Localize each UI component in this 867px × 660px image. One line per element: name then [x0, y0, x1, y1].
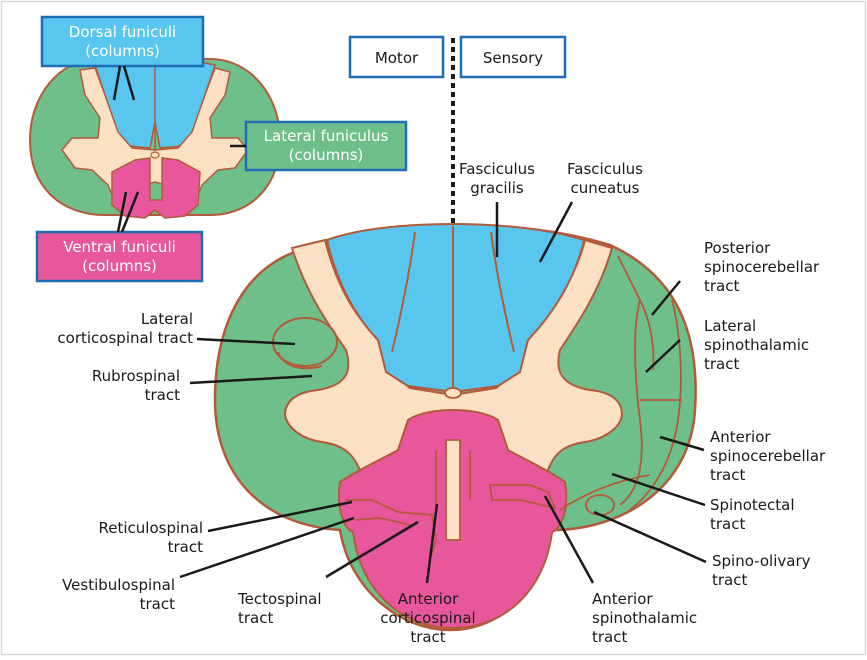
lateral-label-line2: (columns)	[289, 146, 364, 164]
label-anterior-spinocerebellar: Anterior spinocerebellar tract	[710, 428, 826, 484]
label-vestibulospinal: Vestibulospinal tract	[62, 576, 175, 613]
svg-text:corticospinal: corticospinal	[380, 609, 475, 627]
svg-text:spinocerebellar: spinocerebellar	[704, 258, 820, 276]
svg-text:tract: tract	[410, 628, 445, 646]
svg-text:cuneatus: cuneatus	[571, 179, 640, 197]
label-reticulospinal: Reticulospinal tract	[99, 519, 204, 556]
svg-text:tract: tract	[140, 595, 175, 613]
svg-text:spinothalamic: spinothalamic	[592, 609, 697, 627]
label-spinotectal: Spinotectal tract	[710, 496, 795, 533]
inset-label-lateral: Lateral funiculus (columns)	[246, 122, 406, 170]
dorsal-label-line2: (columns)	[85, 42, 160, 60]
svg-text:spinocerebellar: spinocerebellar	[710, 447, 826, 465]
svg-text:tract: tract	[704, 277, 739, 295]
svg-text:Tectospinal: Tectospinal	[237, 590, 322, 608]
label-tectospinal: Tectospinal tract	[237, 590, 322, 627]
label-fasciculus-gracilis: Fasciculus gracilis	[459, 160, 535, 197]
svg-text:tract: tract	[710, 466, 745, 484]
motor-label: Motor	[375, 49, 419, 67]
svg-text:Anterior: Anterior	[592, 590, 653, 608]
label-fasciculus-cuneatus: Fasciculus cuneatus	[567, 160, 643, 197]
label-rubrospinal: Rubrospinal tract	[92, 367, 180, 404]
svg-text:Rubrospinal: Rubrospinal	[92, 367, 180, 385]
lateral-label-line1: Lateral funiculus	[264, 127, 389, 145]
svg-text:corticospinal tract: corticospinal tract	[57, 329, 193, 347]
ventral-median-fissure	[446, 440, 460, 540]
label-posterior-spinocerebellar: Posterior spinocerebellar tract	[704, 239, 820, 295]
svg-text:tract: tract	[168, 538, 203, 556]
svg-text:tract: tract	[704, 355, 739, 373]
svg-text:Spinotectal: Spinotectal	[710, 496, 795, 514]
svg-text:Vestibulospinal: Vestibulospinal	[62, 576, 175, 594]
central-canal	[445, 388, 461, 398]
svg-text:Spino-olivary: Spino-olivary	[712, 552, 811, 570]
svg-text:Lateral: Lateral	[141, 310, 193, 328]
label-lateral-corticospinal: Lateral corticospinal tract	[57, 310, 193, 347]
svg-text:tract: tract	[712, 571, 747, 589]
inset-central-canal	[151, 152, 159, 158]
svg-text:Anterior: Anterior	[398, 590, 459, 608]
sensory-label: Sensory	[483, 49, 543, 67]
dorsal-label-line1: Dorsal funiculi	[69, 23, 176, 41]
svg-text:spinothalamic: spinothalamic	[704, 336, 809, 354]
inset-label-ventral: Ventral funiculi (columns)	[37, 232, 202, 281]
ventral-label-line2: (columns)	[82, 257, 157, 275]
inset-cross-section	[30, 58, 280, 218]
spino-olivary-region	[586, 495, 614, 515]
svg-text:tract: tract	[145, 386, 180, 404]
ventral-label-line1: Ventral funiculi	[63, 238, 176, 256]
svg-text:tract: tract	[238, 609, 273, 627]
svg-text:gracilis: gracilis	[470, 179, 524, 197]
svg-text:Reticulospinal: Reticulospinal	[99, 519, 204, 537]
svg-text:Posterior: Posterior	[704, 239, 771, 257]
svg-text:Anterior: Anterior	[710, 428, 771, 446]
label-spino-olivary: Spino-olivary tract	[712, 552, 811, 589]
svg-text:Fasciculus: Fasciculus	[567, 160, 643, 178]
svg-text:tract: tract	[592, 628, 627, 646]
inset-label-dorsal: Dorsal funiculi (columns)	[42, 17, 203, 66]
label-anterior-spinothalamic: Anterior spinothalamic tract	[592, 590, 697, 646]
label-lateral-spinothalamic: Lateral spinothalamic tract	[704, 317, 809, 373]
svg-text:Lateral: Lateral	[704, 317, 756, 335]
svg-text:Fasciculus: Fasciculus	[459, 160, 535, 178]
svg-text:tract: tract	[710, 515, 745, 533]
main-cross-section	[215, 224, 696, 630]
